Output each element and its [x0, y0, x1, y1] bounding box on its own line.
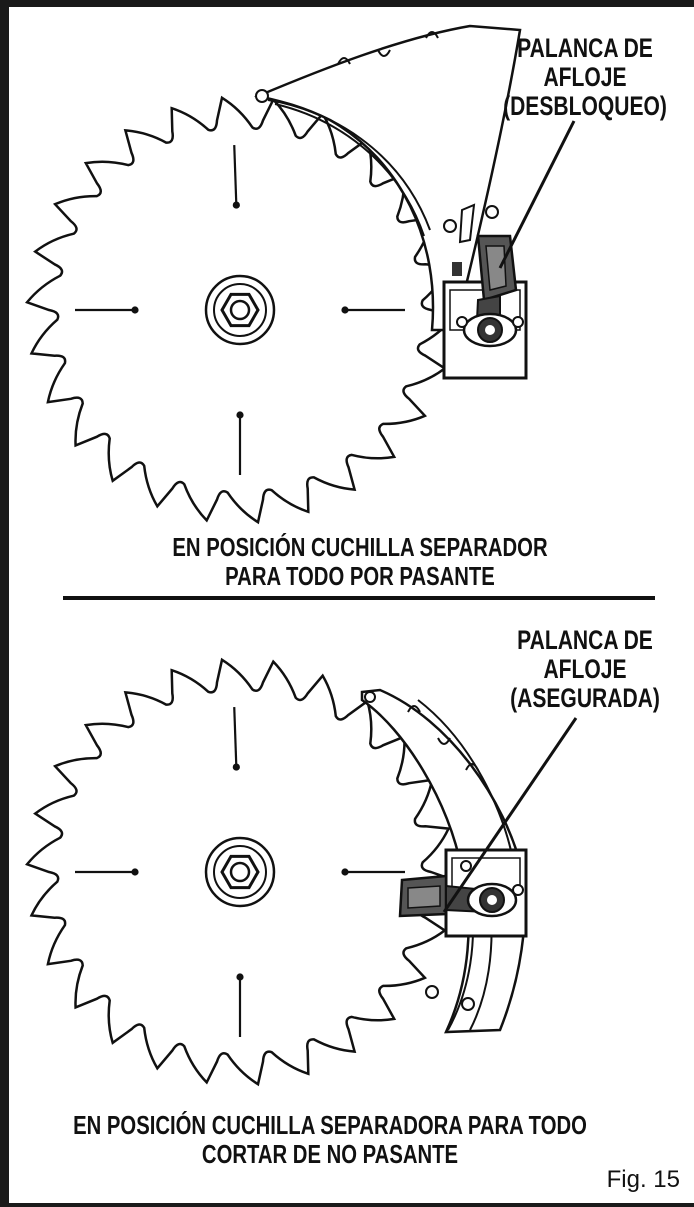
expansion-slot-end [131, 306, 139, 314]
expansion-slot-end [341, 868, 349, 876]
frame-top-border [0, 0, 694, 7]
saw-blade-bottom [25, 657, 455, 1087]
caption-line: EN POSICIÓN CUCHILLA SEPARADOR [172, 532, 548, 562]
lever-label-locked: PALANCA DE AFLOJE (ASEGURADA) [484, 625, 687, 714]
caption-top: EN POSICIÓN CUCHILLA SEPARADOR PARA TODO… [110, 532, 609, 592]
expansion-slot-end [341, 306, 349, 314]
section-divider [63, 596, 655, 600]
clamp-assembly-bottom [398, 848, 528, 938]
leader-line-top [498, 120, 576, 269]
expansion-slot [233, 145, 238, 206]
arbor-nut-top [204, 274, 276, 346]
leader-line-bottom [442, 717, 578, 913]
saw-blade-top [25, 95, 455, 525]
expansion-slot-end [236, 973, 244, 981]
clamp-assembly-top [442, 234, 528, 380]
expansion-slot [233, 707, 238, 768]
lever-label-line: AFLOJE [543, 62, 627, 93]
expansion-slot-end [232, 201, 240, 209]
lever-label-line: (ASEGURADA) [510, 683, 660, 714]
lever-label-line: PALANCA DE [517, 625, 653, 655]
frame-bottom-border [0, 1203, 694, 1207]
frame-left-border [0, 0, 9, 1207]
caption-bottom: EN POSICIÓN CUCHILLA SEPARADORA PARA TOD… [41, 1110, 618, 1170]
lever-label-line: AFLOJE [543, 654, 627, 685]
caption-line: CORTAR DE NO PASANTE [201, 1139, 459, 1170]
lever-label-line: PALANCA DE [517, 33, 653, 63]
expansion-slot-end [232, 763, 240, 771]
arbor-nut-bottom [204, 836, 276, 908]
lever-label-line: (DESBLOQUEO) [503, 91, 667, 122]
caption-line: PARA TODO POR PASANTE [225, 561, 495, 592]
lever-label-unlocked: PALANCA DE AFLOJE (DESBLOQUEO) [484, 33, 687, 122]
expansion-slot-end [236, 411, 244, 419]
expansion-slot-end [131, 868, 139, 876]
figure-number: Fig. 15 [606, 1166, 680, 1193]
riving-knife-bottom [360, 688, 527, 1034]
caption-line: EN POSICIÓN CUCHILLA SEPARADORA PARA TOD… [73, 1110, 587, 1140]
